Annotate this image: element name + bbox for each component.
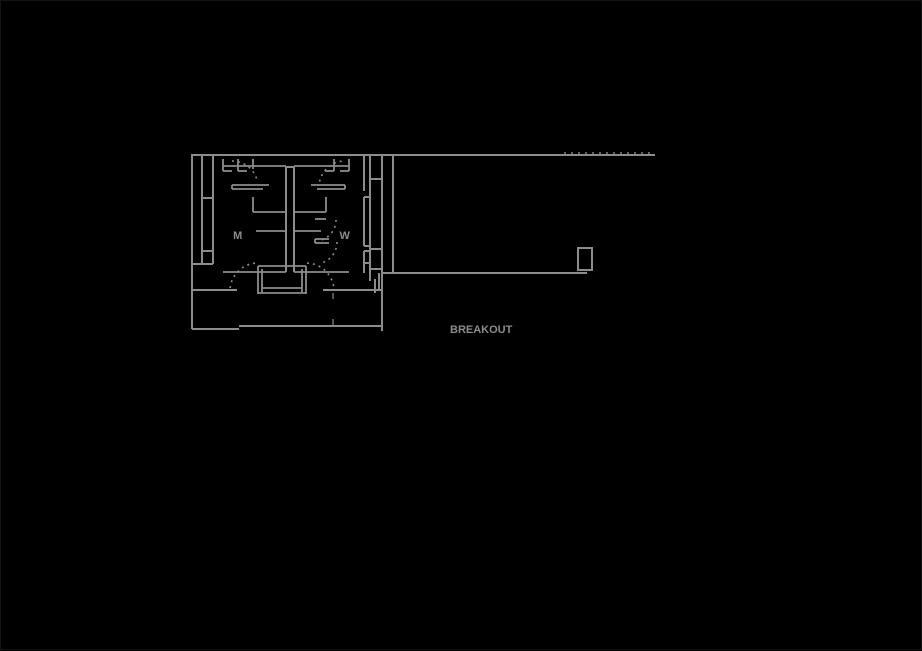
door-arc-womens-mid <box>321 219 337 241</box>
door-arc-lobby-left <box>229 262 258 289</box>
breakout-area-label: BREAKOUT <box>450 324 513 336</box>
breakout-column <box>577 247 593 271</box>
center-divider-group <box>285 166 295 272</box>
door-arc-womens-upper <box>318 160 346 182</box>
door-arc-lobby-right <box>306 262 335 289</box>
lobby-vestibule-group <box>257 265 307 294</box>
womens-restroom-label: W <box>340 230 351 242</box>
mens-restroom-label: M <box>233 230 243 242</box>
left-shaft-group <box>192 156 214 265</box>
door-swing-arcs-group <box>229 160 346 289</box>
door-arc-mens-upper <box>231 160 259 182</box>
breakout-column-group <box>577 247 593 271</box>
wall-group <box>191 154 597 331</box>
mens-stall-partitions-group <box>222 159 286 273</box>
hatched-boundary-group <box>561 152 655 156</box>
door-arc-womens-lower <box>321 241 338 264</box>
right-shaft-group <box>369 156 383 293</box>
vestibule-shaft-group <box>363 156 370 273</box>
womens-stall-partitions-group <box>294 159 350 273</box>
